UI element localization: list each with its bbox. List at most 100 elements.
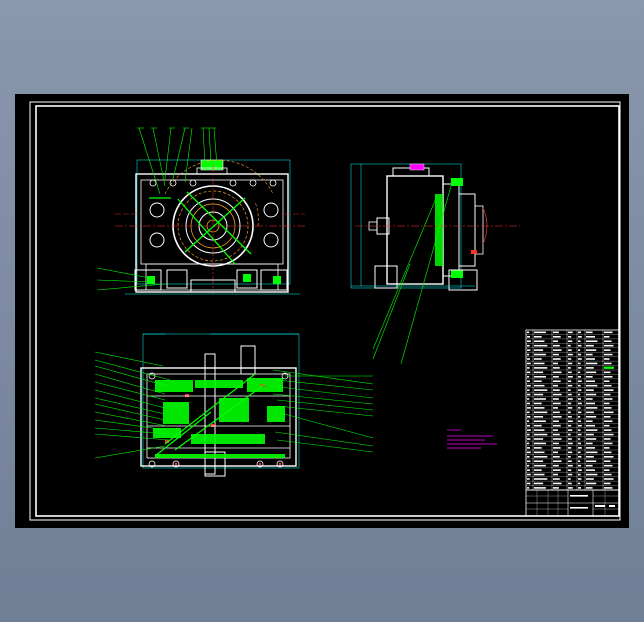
parts-list-cell xyxy=(553,331,559,334)
parts-list-cell xyxy=(578,478,582,480)
parts-list-cell xyxy=(568,349,572,351)
parts-list-cell xyxy=(534,398,546,400)
parts-list-cell xyxy=(553,473,558,476)
parts-list-cell xyxy=(553,389,560,391)
parts-list-cell xyxy=(534,384,545,387)
parts-list-cell xyxy=(534,367,548,369)
parts-list-cell xyxy=(586,376,593,378)
parts-list-cell xyxy=(553,469,561,471)
parts-list-cell xyxy=(604,411,614,414)
parts-list-cell xyxy=(527,478,530,480)
parts-list-cell xyxy=(604,376,613,378)
parts-list-cell xyxy=(553,456,560,458)
parts-list-cell xyxy=(568,407,573,409)
parts-list-cell xyxy=(604,336,610,338)
parts-list-cell xyxy=(527,340,531,342)
title-block xyxy=(525,489,620,517)
parts-list-cell xyxy=(534,349,544,351)
parts-list-cell xyxy=(586,429,598,431)
parts-list-cell xyxy=(586,478,594,480)
parts-list-cell xyxy=(604,447,610,449)
parts-list-cell xyxy=(534,389,548,391)
parts-list-cell xyxy=(578,487,581,489)
parts-list-cell xyxy=(578,384,581,387)
parts-list-cell xyxy=(604,451,612,454)
parts-list-cell xyxy=(586,358,595,360)
parts-list-cell xyxy=(578,344,582,347)
parts-list-cell xyxy=(568,442,573,445)
parts-list-cell xyxy=(568,358,572,360)
parts-list-cell xyxy=(534,460,544,462)
parts-list-cell xyxy=(527,371,531,374)
parts-list-cell xyxy=(527,393,531,396)
front-view xyxy=(96,127,305,295)
parts-list-cell xyxy=(586,469,595,471)
parts-list-cell xyxy=(568,482,572,485)
parts-list-cell xyxy=(586,389,594,391)
parts-list-cell xyxy=(568,380,572,382)
parts-list-cell xyxy=(604,416,611,418)
parts-list-cell xyxy=(527,469,530,471)
parts-list-cell xyxy=(604,389,614,391)
parts-list-cell xyxy=(586,402,595,405)
parts-list-cell xyxy=(527,353,530,356)
parts-list-cell xyxy=(553,367,560,369)
parts-list-cell xyxy=(586,362,598,365)
parts-list-cell xyxy=(553,398,559,400)
parts-list-cell xyxy=(527,442,530,445)
parts-list-cell xyxy=(527,380,530,382)
parts-list-cell xyxy=(534,407,545,409)
parts-list-cell xyxy=(578,456,582,458)
top-section-view xyxy=(94,333,374,477)
drawing-canvas xyxy=(29,101,621,521)
parts-list-cell xyxy=(568,376,573,378)
parts-list-cell xyxy=(586,447,595,449)
parts-list-cell xyxy=(527,424,530,427)
parts-list-cell xyxy=(527,411,530,414)
parts-list-cell xyxy=(604,340,612,342)
parts-list-cell xyxy=(578,473,581,476)
parts-list-cell xyxy=(553,376,559,378)
parts-list-cell xyxy=(534,451,545,454)
parts-list-cell xyxy=(604,473,612,476)
parts-list-cell xyxy=(553,416,562,418)
parts-list-cell xyxy=(604,402,610,405)
parts-list-cell xyxy=(527,464,530,467)
parts-list-cell xyxy=(553,424,561,427)
parts-list-cell xyxy=(534,429,545,431)
parts-list-cell xyxy=(604,331,613,334)
parts-list-cell xyxy=(527,433,530,436)
parts-list-cell xyxy=(534,376,546,378)
parts-list-cell xyxy=(553,393,562,396)
parts-list-cell xyxy=(578,380,582,382)
parts-list-cell xyxy=(534,362,545,365)
parts-list-cell xyxy=(578,433,582,436)
parts-list-cell xyxy=(586,340,598,342)
parts-list-cell xyxy=(527,456,530,458)
parts-list-cell xyxy=(586,451,598,454)
parts-list-cell xyxy=(534,393,544,396)
parts-list-cell xyxy=(568,487,573,489)
parts-list-cell xyxy=(604,438,611,440)
parts-list-cell xyxy=(553,407,558,409)
parts-list-cell xyxy=(534,478,548,480)
parts-list-cell xyxy=(527,349,531,351)
parts-list-cell xyxy=(534,411,548,414)
parts-list-cell xyxy=(578,460,581,462)
parts-list-cell xyxy=(568,340,573,342)
parts-list-cell xyxy=(604,442,613,445)
parts-list-cell xyxy=(553,358,561,360)
parts-list-cell xyxy=(568,424,572,427)
parts-list-cell xyxy=(586,371,597,374)
parts-list-cell xyxy=(568,478,571,480)
inner-frame xyxy=(35,105,620,517)
parts-list-cell xyxy=(568,367,571,369)
parts-list-cell xyxy=(534,402,542,405)
parts-list-cell xyxy=(586,442,593,445)
parts-list-cell xyxy=(568,331,573,334)
parts-list-cell xyxy=(527,438,531,440)
parts-list-cell xyxy=(534,420,546,422)
parts-list-cell xyxy=(553,438,562,440)
parts-list-cell xyxy=(527,362,531,365)
parts-list-cell xyxy=(527,487,530,489)
